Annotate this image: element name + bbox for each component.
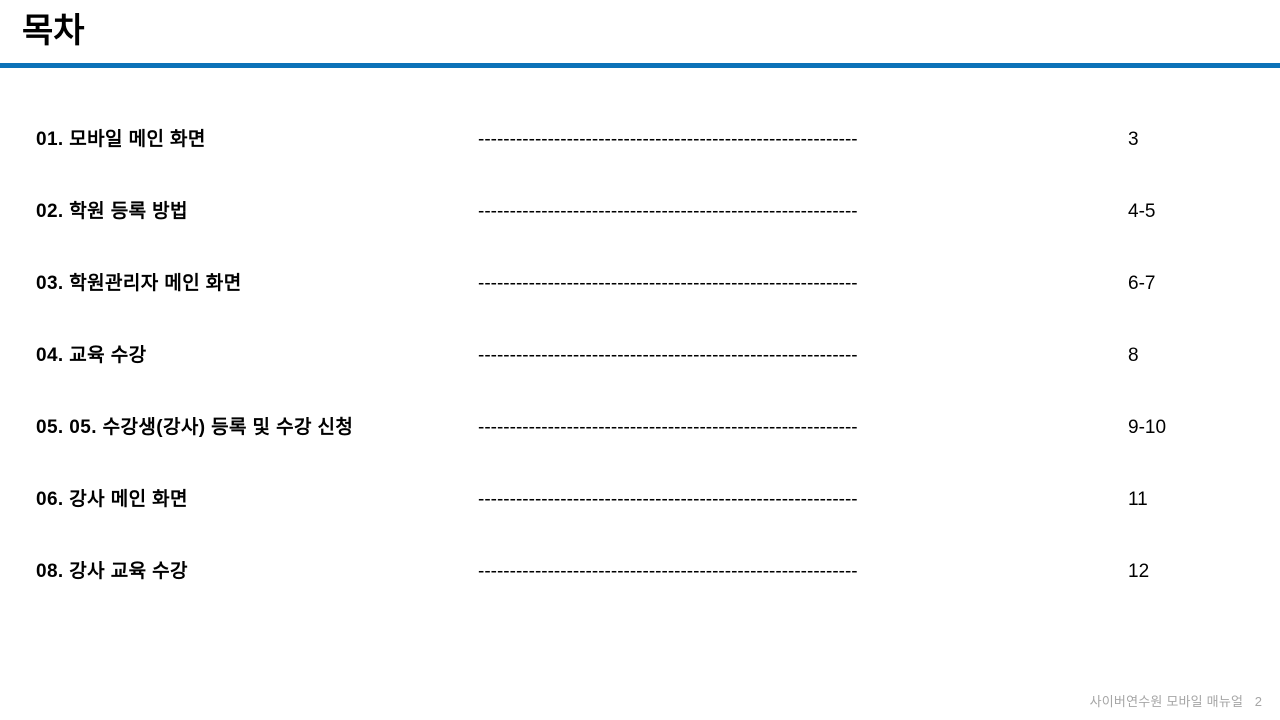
toc-entry-page-number: 9-10 bbox=[1128, 417, 1167, 438]
toc-leader-dots: ----------------------------------------… bbox=[478, 273, 858, 294]
toc-entry[interactable]: 04. 교육 수강 ------------------------------… bbox=[0, 334, 1280, 406]
slide-header: 목차 bbox=[0, 0, 1280, 68]
title-divider-rule bbox=[0, 63, 1280, 68]
toc-entry-page-number: 3 bbox=[1128, 129, 1139, 150]
toc-leader-dots: ----------------------------------------… bbox=[478, 201, 858, 222]
toc-entry-label: 08. 강사 교육 수강 bbox=[36, 561, 188, 582]
toc-entry-page-number: 6-7 bbox=[1128, 273, 1156, 294]
toc-entry-label: 03. 학원관리자 메인 화면 bbox=[36, 273, 242, 294]
toc-entry-page-number: 8 bbox=[1128, 345, 1139, 366]
toc-entry-label: 01. 모바일 메인 화면 bbox=[36, 129, 206, 150]
page-title: 목차 bbox=[22, 12, 85, 50]
toc-entry-page-number: 12 bbox=[1128, 561, 1150, 582]
toc-entry-label: 02. 학원 등록 방법 bbox=[36, 201, 188, 222]
footer-page-number: 2 bbox=[1254, 694, 1262, 709]
toc-entry-label: 05. 05. 수강생(강사) 등록 및 수강 신청 bbox=[36, 417, 354, 438]
toc-entry[interactable]: 02. 학원 등록 방법 ---------------------------… bbox=[0, 190, 1280, 262]
table-of-contents: 01. 모바일 메인 화면 --------------------------… bbox=[0, 118, 1280, 622]
toc-leader-dots: ----------------------------------------… bbox=[478, 417, 858, 438]
toc-leader-dots: ----------------------------------------… bbox=[478, 129, 858, 150]
footer-document-title: 사이버연수원 모바일 매뉴얼 bbox=[1089, 694, 1244, 709]
toc-leader-dots: ----------------------------------------… bbox=[478, 561, 858, 582]
slide-footer: 사이버연수원 모바일 매뉴얼 2 bbox=[1090, 692, 1262, 712]
toc-entry-label: 06. 강사 메인 화면 bbox=[36, 489, 188, 510]
toc-entry-page-number: 11 bbox=[1128, 489, 1148, 510]
toc-entry[interactable]: 03. 학원관리자 메인 화면 ------------------------… bbox=[0, 262, 1280, 334]
toc-entry-page-number: 4-5 bbox=[1128, 201, 1156, 222]
toc-entry[interactable]: 05. 05. 수강생(강사) 등록 및 수강 신청 -------------… bbox=[0, 406, 1280, 478]
toc-leader-dots: ----------------------------------------… bbox=[478, 345, 858, 366]
toc-entry-label: 04. 교육 수강 bbox=[36, 345, 147, 366]
toc-entry[interactable]: 08. 강사 교육 수강 ---------------------------… bbox=[0, 550, 1280, 622]
toc-leader-dots: ----------------------------------------… bbox=[478, 489, 858, 510]
toc-entry[interactable]: 01. 모바일 메인 화면 --------------------------… bbox=[0, 118, 1280, 190]
toc-entry[interactable]: 06. 강사 메인 화면 ---------------------------… bbox=[0, 478, 1280, 550]
